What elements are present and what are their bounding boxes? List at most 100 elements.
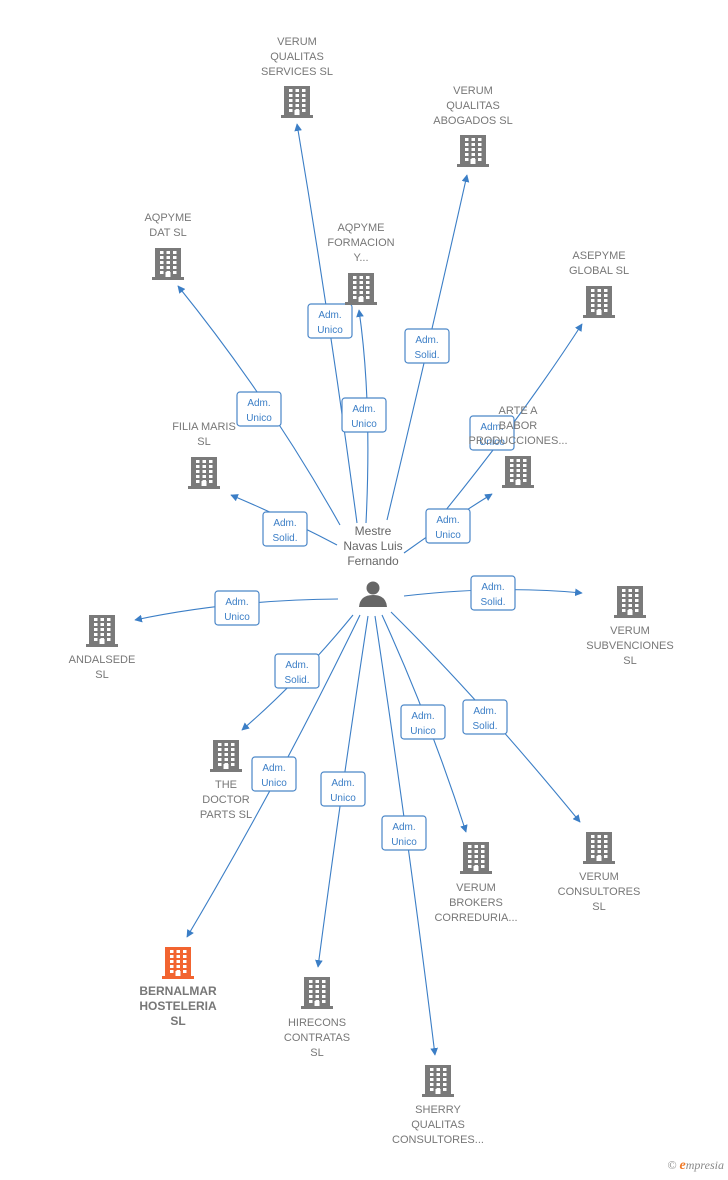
edge-label-text: Adm. bbox=[436, 515, 459, 526]
company-node-verum-consultores[interactable]: VERUM CONSULTORES SL bbox=[558, 832, 641, 913]
edge-label-verum-qualitas-abogados[interactable]: Adm. Solid. bbox=[404, 328, 450, 364]
company-label: VERUM bbox=[579, 871, 619, 883]
edge-label-bernalmar-hosteleria[interactable]: Adm. Unico bbox=[251, 756, 297, 792]
company-label: SL bbox=[170, 1014, 185, 1028]
company-label: THE bbox=[215, 779, 237, 791]
company-node-verum-brokers[interactable]: VERUMBROKERSCORREDURIA... bbox=[434, 842, 518, 924]
edge-label-text: Unico bbox=[351, 419, 377, 430]
edge-label-text: Adm. bbox=[331, 778, 354, 789]
company-label: SERVICES SL bbox=[261, 66, 333, 78]
edge-label-verum-brokers[interactable]: Adm. Unico bbox=[400, 704, 446, 740]
edge-label-text: Unico bbox=[317, 325, 343, 336]
edge-label-sherry-qualitas[interactable]: Adm.Unico bbox=[381, 815, 427, 851]
company-node-aqpyme-formacion[interactable]: AQPYME FORMACION Y... bbox=[327, 222, 395, 305]
edge-label-aqpyme-dat[interactable]: Adm. Unico bbox=[236, 391, 282, 427]
company-label: SL bbox=[592, 901, 605, 913]
company-label: VERUM bbox=[453, 85, 493, 97]
company-label: VERUM bbox=[277, 36, 317, 48]
company-label: CONSULTORES bbox=[558, 886, 641, 898]
building-icon bbox=[162, 947, 194, 979]
building-icon bbox=[583, 832, 615, 864]
company-label: ASEPYME bbox=[572, 250, 625, 262]
edge-label-text: Adm. bbox=[415, 335, 438, 346]
person-name-line: Mestre bbox=[355, 524, 392, 538]
company-label: PARTS SL bbox=[200, 809, 252, 821]
edge-label-filia-maris[interactable]: Adm.Solid. bbox=[262, 511, 308, 547]
company-label: SUBVENCIONES bbox=[586, 640, 673, 652]
building-icon bbox=[614, 586, 646, 618]
edge-label-hirecons-contratas[interactable]: Adm. Unico bbox=[320, 771, 366, 807]
building-icon bbox=[281, 86, 313, 118]
company-node-arte-a-babor[interactable]: ARTE ABABORPRODUCCIONES... bbox=[468, 405, 568, 488]
edge-label-asepyme-global[interactable]: Adm. Unico bbox=[469, 415, 515, 451]
company-label: SL bbox=[310, 1047, 323, 1059]
company-label: BERNALMAR bbox=[139, 984, 217, 998]
building-icon bbox=[86, 615, 118, 647]
company-label: AQPYME bbox=[144, 212, 191, 224]
edge-label-text: Unico bbox=[479, 437, 505, 448]
company-label: ARTE A bbox=[499, 405, 539, 417]
edge-label-text: Adm. bbox=[481, 582, 504, 593]
company-label: HOSTELERIA bbox=[139, 999, 217, 1013]
edge-label-text: Solid. bbox=[284, 675, 309, 686]
company-label: CONSULTORES... bbox=[392, 1134, 484, 1146]
edge-label-text: Adm. bbox=[285, 660, 308, 671]
brand-name: mpresia bbox=[685, 1158, 724, 1172]
company-label: SL bbox=[197, 436, 210, 448]
building-icon bbox=[188, 457, 220, 489]
edge-label-arte-a-babor[interactable]: Adm.Unico bbox=[425, 508, 471, 544]
person-name-line: Navas Luis bbox=[343, 539, 402, 553]
edge-label-text: Unico bbox=[246, 413, 272, 424]
company-label: FORMACION bbox=[327, 237, 394, 249]
edge-label-text: Adm. bbox=[247, 398, 270, 409]
edge-label-text: Solid. bbox=[472, 721, 497, 732]
edge-label-text: Adm. bbox=[318, 310, 341, 321]
edge-label-text: Adm. bbox=[273, 518, 296, 529]
company-label: Y... bbox=[353, 252, 368, 264]
building-icon bbox=[457, 135, 489, 167]
edge-label-andalsede[interactable]: Adm.Unico bbox=[214, 590, 260, 626]
edge-label-text: Unico bbox=[330, 793, 356, 804]
building-icon bbox=[301, 977, 333, 1009]
edge-label-text: Adm. bbox=[480, 422, 503, 433]
company-label: ANDALSEDE bbox=[69, 654, 136, 666]
company-label: AQPYME bbox=[337, 222, 384, 234]
person-name-line: Fernando bbox=[347, 554, 399, 568]
company-label: VERUM bbox=[610, 625, 650, 637]
edge-label-verum-qualitas-services[interactable]: Adm. Unico bbox=[307, 303, 353, 339]
company-label: CONTRATAS bbox=[284, 1032, 350, 1044]
edge-label-text: Unico bbox=[261, 778, 287, 789]
building-icon bbox=[210, 740, 242, 772]
edge-label-text: Unico bbox=[410, 726, 436, 737]
edge-label-aqpyme-formacion[interactable]: Adm.Unico bbox=[341, 397, 387, 433]
edge-label-text: Solid. bbox=[414, 350, 439, 361]
company-node-hirecons-contratas[interactable]: HIRECONS CONTRATAS SL bbox=[284, 977, 350, 1059]
edge-label-text: Adm. bbox=[411, 711, 434, 722]
company-label: HIRECONS bbox=[288, 1017, 346, 1029]
company-label: CORREDURIA... bbox=[434, 912, 517, 924]
edge-label-verum-consultores[interactable]: Adm.Solid. bbox=[462, 699, 508, 735]
edge-label-text: Adm. bbox=[262, 763, 285, 774]
building-icon bbox=[345, 273, 377, 305]
edge-label-the-doctor-parts[interactable]: Adm. Solid. bbox=[274, 653, 320, 689]
edge-label-text: Adm. bbox=[392, 822, 415, 833]
company-label: BABOR bbox=[499, 420, 538, 432]
person-icon bbox=[359, 581, 387, 607]
edge-label-verum-subvenciones[interactable]: Adm.Solid. bbox=[470, 575, 516, 611]
building-icon bbox=[152, 248, 184, 280]
footer-brand[interactable]: © empresia bbox=[667, 1158, 724, 1174]
company-label: VERUM bbox=[456, 882, 496, 894]
company-node-sherry-qualitas[interactable]: SHERRYQUALITASCONSULTORES... bbox=[392, 1065, 484, 1146]
